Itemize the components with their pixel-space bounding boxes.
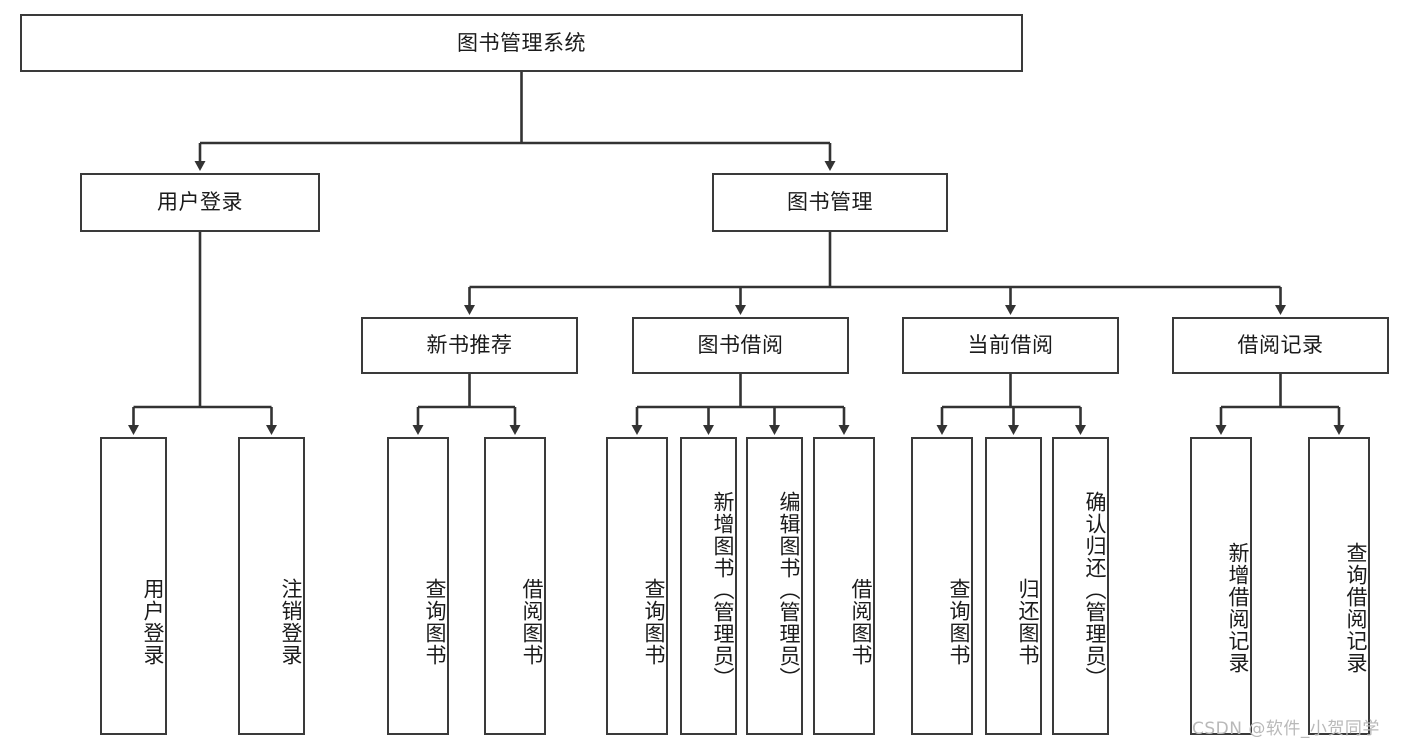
leaf-query-book-current-label: 查询图书 [947, 578, 971, 666]
node-current-borrow-label: 当前借阅 [967, 333, 1054, 358]
leaf-user-logout-label: 注销登录 [279, 578, 303, 666]
leaf-borrow-book-recommend[interactable]: 借阅图书 [484, 437, 546, 735]
leaf-query-borrow-record[interactable]: 查询借阅记录 [1308, 437, 1370, 735]
leaf-confirm-return-admin[interactable]: 确认归还（管理员） [1052, 437, 1109, 735]
leaf-add-book-admin[interactable]: 新增图书（管理员） [680, 437, 737, 735]
leaf-query-book-recommend-label: 查询图书 [423, 578, 447, 666]
node-user-login-label: 用户登录 [157, 190, 243, 215]
leaf-query-book-borrow-label: 查询图书 [642, 578, 666, 666]
node-new-book-recommend[interactable]: 新书推荐 [361, 317, 578, 374]
node-book-management[interactable]: 图书管理 [712, 173, 948, 232]
node-borrow-record-label: 借阅记录 [1237, 333, 1324, 358]
node-book-borrow[interactable]: 图书借阅 [632, 317, 849, 374]
leaf-add-book-admin-label: 新增图书（管理员） [711, 491, 735, 689]
leaf-confirm-return-admin-label: 确认归还（管理员） [1083, 491, 1107, 689]
leaf-user-logout[interactable]: 注销登录 [238, 437, 305, 735]
leaf-query-borrow-record-label: 查询借阅记录 [1344, 542, 1368, 674]
leaf-borrow-book-borrow[interactable]: 借阅图书 [813, 437, 875, 735]
leaf-edit-book-admin-label: 编辑图书（管理员） [777, 491, 801, 689]
node-book-management-label: 图书管理 [787, 190, 873, 215]
node-root[interactable]: 图书管理系统 [20, 14, 1023, 72]
leaf-query-book-borrow[interactable]: 查询图书 [606, 437, 668, 735]
leaf-borrow-book-borrow-label: 借阅图书 [849, 578, 873, 666]
leaf-query-book-current[interactable]: 查询图书 [911, 437, 973, 735]
leaf-edit-book-admin[interactable]: 编辑图书（管理员） [746, 437, 803, 735]
leaf-return-book[interactable]: 归还图书 [985, 437, 1042, 735]
node-current-borrow[interactable]: 当前借阅 [902, 317, 1119, 374]
leaf-user-login-label: 用户登录 [141, 578, 165, 666]
node-user-login[interactable]: 用户登录 [80, 173, 320, 232]
node-book-borrow-label: 图书借阅 [697, 333, 784, 358]
node-root-label: 图书管理系统 [457, 30, 586, 55]
leaf-borrow-book-recommend-label: 借阅图书 [520, 578, 544, 666]
leaf-user-login[interactable]: 用户登录 [100, 437, 167, 735]
node-borrow-record[interactable]: 借阅记录 [1172, 317, 1389, 374]
leaf-query-book-recommend[interactable]: 查询图书 [387, 437, 449, 735]
leaf-add-borrow-record[interactable]: 新增借阅记录 [1190, 437, 1252, 735]
leaf-add-borrow-record-label: 新增借阅记录 [1226, 542, 1250, 674]
leaf-return-book-label: 归还图书 [1016, 578, 1040, 666]
node-new-book-recommend-label: 新书推荐 [426, 333, 513, 358]
csdn-watermark: CSDN @软件_小贺同学 [1192, 719, 1380, 739]
